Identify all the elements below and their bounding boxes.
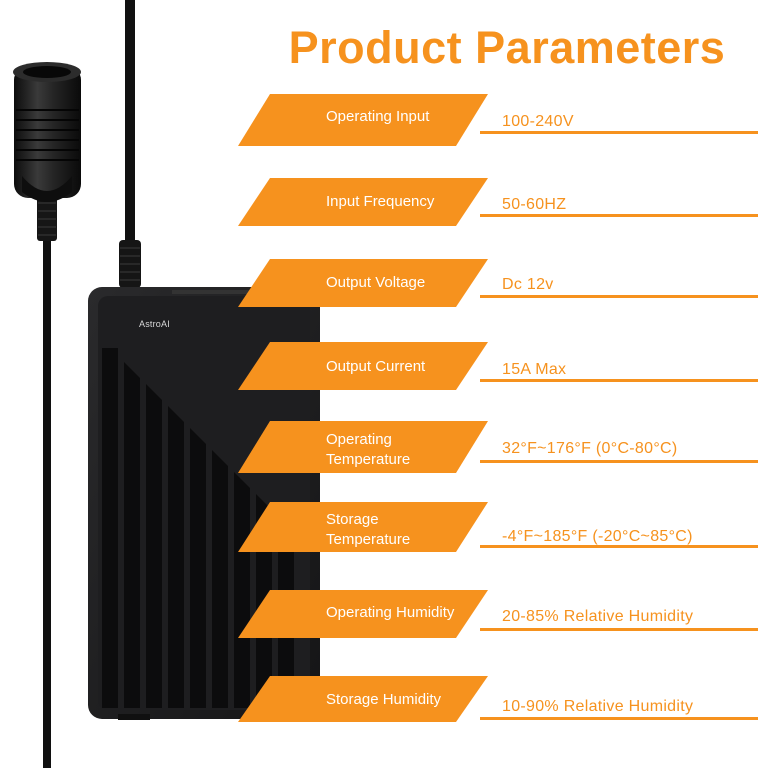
parameter-underline: [480, 131, 758, 134]
parameter-underline: [480, 717, 758, 720]
brand-logo: AstroAI: [139, 319, 170, 329]
parameter-underline: [480, 295, 758, 298]
parameter-value: 100-240V: [502, 113, 574, 130]
parameter-label-banner: [238, 178, 488, 226]
parameter-label: Storage Humidity: [326, 691, 442, 708]
parameter-underline: [480, 214, 758, 217]
parameter-value: -4°F~185°F (-20°C~85°C): [502, 528, 693, 545]
car-socket-icon: [13, 62, 81, 202]
parameter-label-banner: [238, 676, 488, 722]
parameter-label: Operating Input: [326, 108, 430, 125]
parameter-label-banner: [238, 94, 488, 146]
parameter-label-banner: [238, 590, 488, 638]
socket-cable: [37, 195, 57, 768]
page-title: Product Parameters: [288, 22, 726, 73]
parameter-underline: [480, 628, 758, 631]
parameter-label: Operating Temperature: [326, 431, 411, 468]
parameter-underline: [480, 545, 758, 548]
parameter-label-banner: [238, 502, 488, 552]
parameter-value: 15A Max: [502, 361, 567, 378]
top-cable: [119, 0, 141, 288]
parameter-value: 10-90% Relative Humidity: [502, 698, 694, 715]
parameter-value: 32°F~176°F (0°C-80°C): [502, 440, 678, 457]
parameter-label-banner: [238, 342, 488, 390]
parameter-label-banner: [238, 259, 488, 307]
parameter-label: Output Current: [326, 358, 426, 375]
parameter-label: Input Frequency: [326, 193, 435, 210]
parameter-value: 20-85% Relative Humidity: [502, 608, 694, 625]
parameter-value: Dc 12v: [502, 276, 554, 293]
parameter-label: Output Voltage: [326, 274, 426, 291]
parameter-label-banner: [238, 421, 488, 473]
parameter-label: Operating Humidity: [326, 604, 455, 621]
parameter-value: 50-60HZ: [502, 196, 567, 213]
parameter-underline: [480, 460, 758, 463]
parameter-label: Storage Temperature: [326, 511, 411, 548]
parameter-underline: [480, 379, 758, 382]
